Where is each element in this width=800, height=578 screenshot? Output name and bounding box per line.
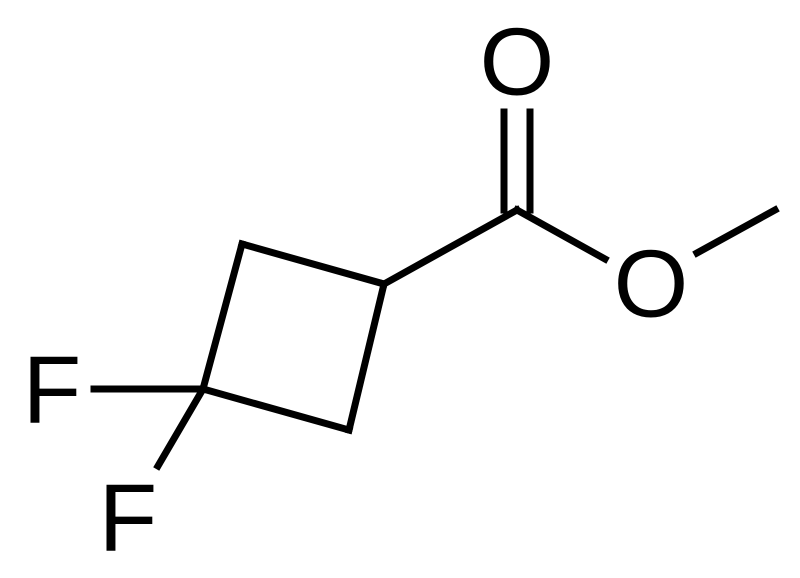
atom-label-fluorine-lower: F [99, 465, 158, 572]
ring-bond-right [344, 279, 389, 435]
ring-bond-top [237, 239, 389, 289]
ring-bond-left [198, 239, 247, 394]
atom-label-oxygen-ester: O [614, 231, 689, 338]
ester-oxygen-to-methyl-bond [692, 205, 780, 258]
ring-to-carbonyl-bond [379, 205, 522, 289]
c-f-bond-lower [153, 384, 208, 471]
carbonyl-to-ester-oxygen-bond [512, 205, 610, 264]
ring-bond-bottom [198, 384, 354, 435]
atom-label-fluorine-upper: F [23, 337, 82, 444]
atom-label-oxygen-carbonyl: O [480, 9, 555, 116]
